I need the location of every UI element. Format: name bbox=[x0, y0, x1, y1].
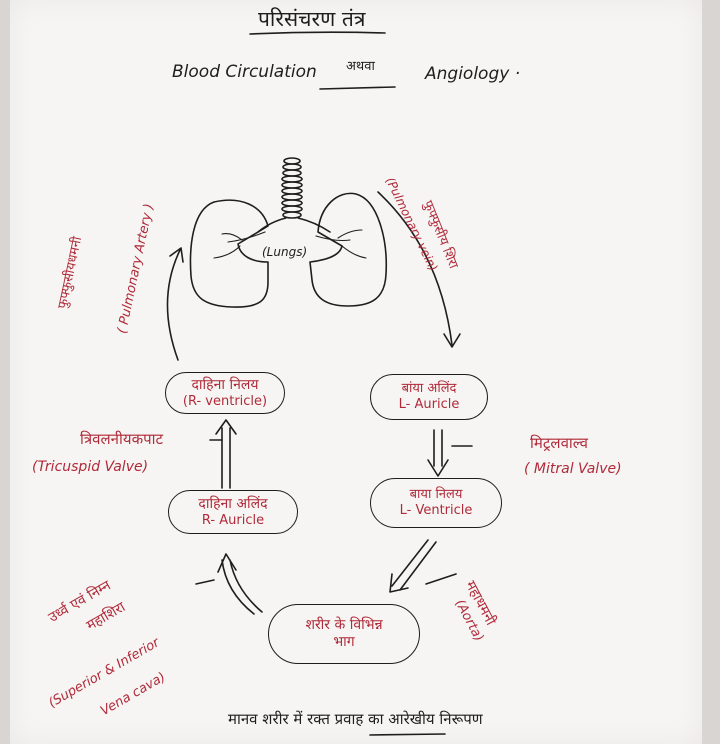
mitral-valve-english: ( Mitral Valve) bbox=[524, 461, 622, 477]
r-auricle-english: R- Auricle bbox=[201, 512, 265, 528]
page-title: परिसंचरण तंत्र bbox=[258, 7, 366, 31]
subtitle-underline bbox=[319, 86, 396, 90]
r-auricle-box: दाहिना अलिंद R- Auricle bbox=[168, 490, 298, 534]
body-parts-hindi-line1: शरीर के विभिन्न bbox=[305, 617, 383, 634]
l-ventricle-hindi: बाया निलय bbox=[409, 487, 463, 503]
footer-caption: मानव शरीर में रक्त प्रवाह का आरेखीय निरू… bbox=[228, 710, 483, 728]
tricuspid-valve-english: (Tricuspid Valve) bbox=[32, 459, 149, 475]
aorta-arrow bbox=[389, 539, 437, 593]
body-parts-hindi-line2: भाग bbox=[333, 634, 355, 650]
body-parts-box: शरीर के विभिन्न भाग bbox=[268, 604, 420, 664]
l-auricle-box: बांया अलिंद L- Auricle bbox=[370, 374, 488, 420]
tricuspid-valve-hindi: त्रिवलनीयकपाट bbox=[80, 430, 164, 448]
mitral-valve-hindi: मिट्रलवाल्व bbox=[530, 434, 588, 452]
right-lung-icon bbox=[309, 192, 388, 307]
r-ventricle-hindi: दाहिना निलय bbox=[191, 376, 259, 393]
pulmonary-artery-arrow bbox=[166, 249, 181, 361]
left-lung-icon bbox=[189, 199, 269, 308]
mitral-arrow bbox=[427, 429, 449, 477]
r-ventricle-english: (R- ventricle) bbox=[182, 393, 268, 409]
l-auricle-english: L- Auricle bbox=[398, 397, 460, 412]
trachea-icon bbox=[281, 157, 303, 219]
l-ventricle-box: बाया निलय L- Ventricle bbox=[370, 478, 502, 528]
notebook-page bbox=[10, 0, 702, 744]
lungs-label: (Lungs) bbox=[262, 245, 308, 259]
pulmonary-vein-arrow bbox=[377, 191, 453, 346]
tricuspid-arrow bbox=[215, 419, 237, 489]
r-ventricle-box: दाहिना निलय (R- ventricle) bbox=[165, 372, 285, 414]
subtitle-hindi: अथवा bbox=[346, 59, 375, 74]
l-ventricle-english: L- Ventricle bbox=[399, 503, 473, 518]
subtitle-term: Angiology · bbox=[425, 64, 521, 84]
vena-cava-arrow bbox=[217, 553, 263, 615]
title-underline bbox=[249, 31, 386, 35]
l-auricle-hindi: बांया अलिंद bbox=[401, 381, 457, 397]
subtitle-english: Blood Circulation bbox=[172, 62, 317, 82]
right-bronchus bbox=[297, 217, 331, 233]
r-auricle-hindi: दाहिना अलिंद bbox=[198, 495, 268, 512]
